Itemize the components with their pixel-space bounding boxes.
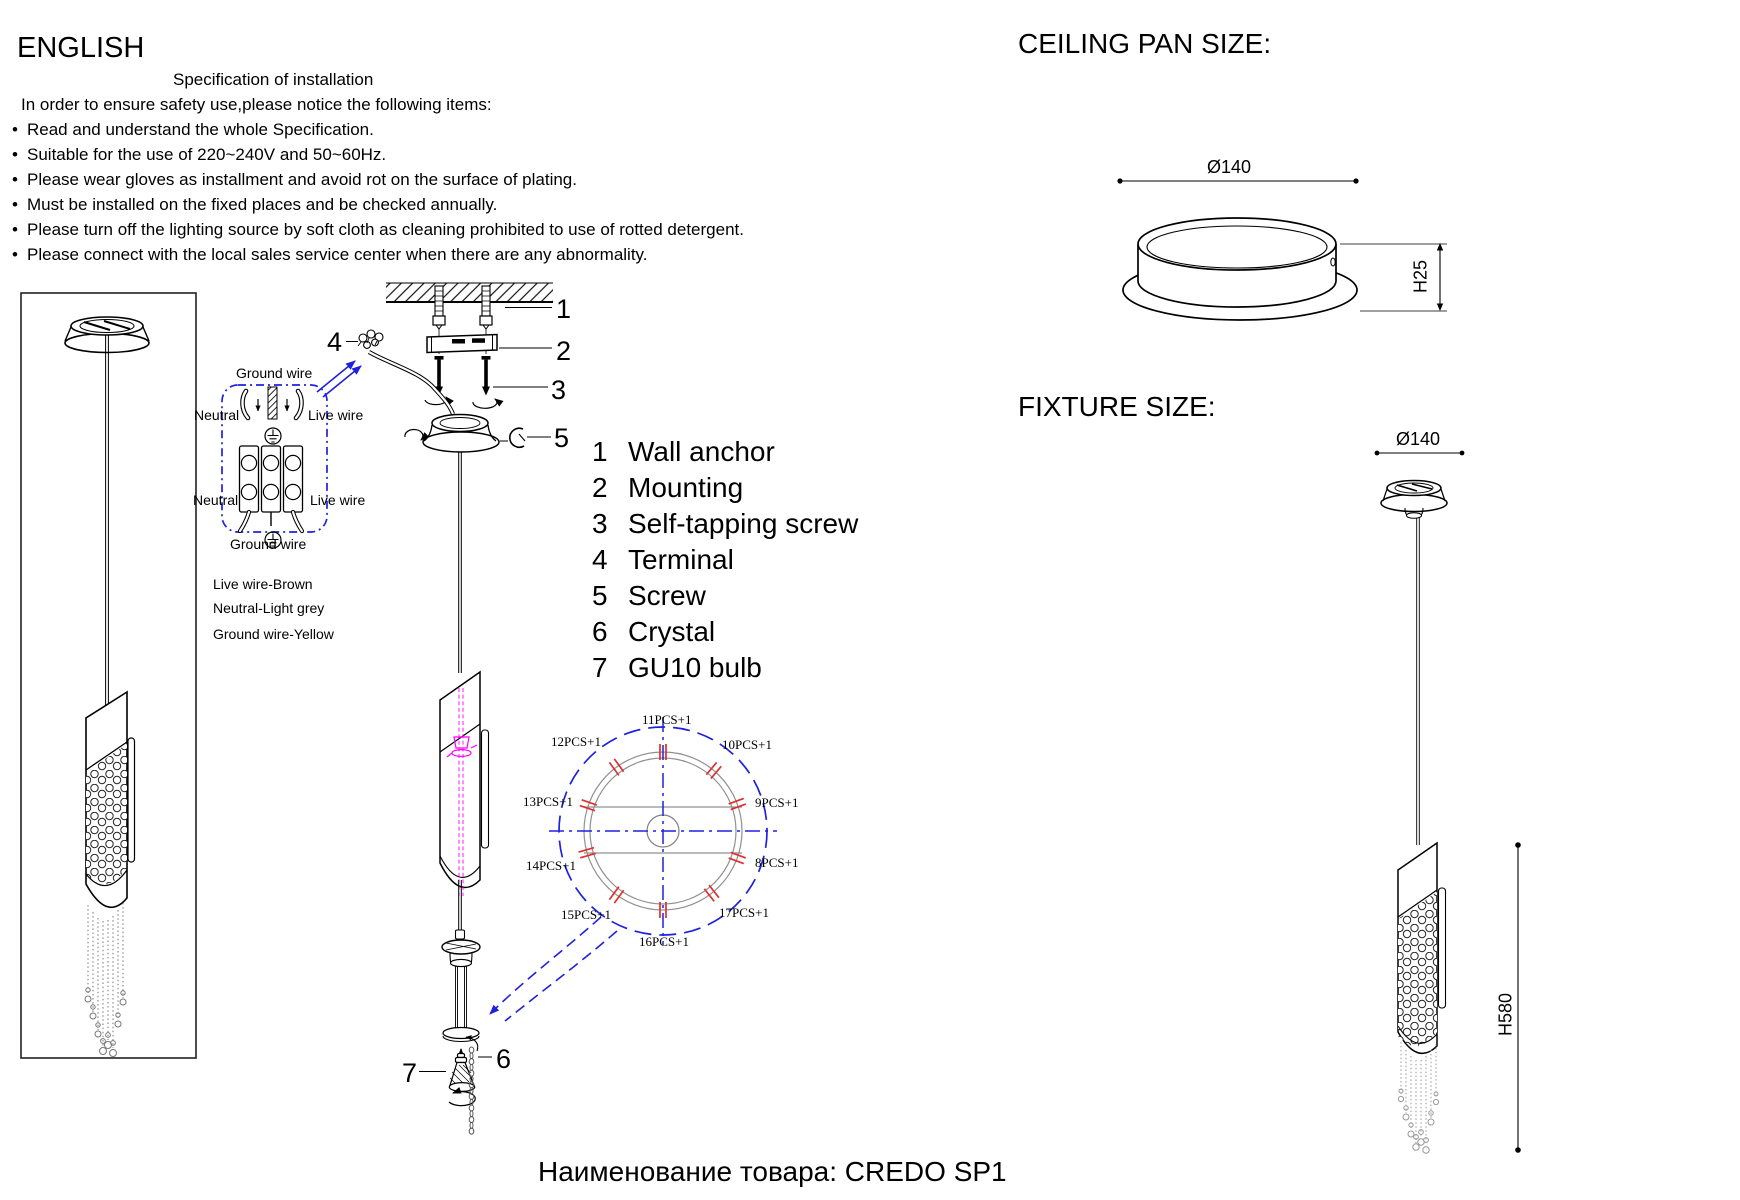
part-name: Terminal <box>628 544 734 575</box>
fixture-title: FIXTURE SIZE: <box>1018 391 1216 422</box>
ring-count-label: 15PCS+1 <box>561 907 611 922</box>
label-live-wire-bottom: Live wire <box>310 492 366 508</box>
legend-neutral: Neutral-Light grey <box>213 600 325 616</box>
ring-count-label: 10PCS+1 <box>722 737 772 752</box>
notice-item: • Please turn off the lighting source by … <box>12 217 744 242</box>
notice-bullet: • <box>12 170 18 189</box>
part-name: Screw <box>628 580 706 611</box>
ceiling-pan-height: H25 <box>1410 259 1431 294</box>
notice-text: Please wear gloves as installment and av… <box>27 170 577 189</box>
wiring-diagram-graphics <box>221 360 362 549</box>
fixture-height: H580 <box>1495 992 1516 1037</box>
part-row: 3 Self-tapping screw <box>592 506 858 542</box>
part-name: Self-tapping screw <box>628 508 859 539</box>
callout-number-6: 6 <box>496 1044 512 1074</box>
notice-bullet: • <box>12 145 18 164</box>
callout-number-3: 3 <box>551 375 567 405</box>
product-name: Наименование товара: CREDO SP1 <box>538 1156 1007 1187</box>
notice-item: • Please connect with the local sales ser… <box>12 242 744 267</box>
part-row: 4 Terminal <box>592 542 858 578</box>
part-row: 2 Mounting <box>592 470 858 506</box>
part-number: 2 <box>592 472 608 503</box>
fixture-drawing <box>1374 450 1521 1154</box>
overview-crystal-strands <box>84 903 127 1057</box>
fixture-diameter: Ø140 <box>1396 429 1441 449</box>
legend-live-wire: Live wire-Brown <box>213 576 313 592</box>
part-row: 1 Wall anchor <box>592 434 858 470</box>
fixture-crystal-strands <box>1397 1042 1440 1154</box>
notice-text: Must be installed on the fixed places an… <box>27 195 498 214</box>
part-number: 7 <box>592 652 608 683</box>
notice-item: • Suitable for the use of 220~240V and 50… <box>12 142 744 167</box>
part-number: 6 <box>592 616 608 647</box>
ring-count-label: 9PCS+1 <box>755 795 799 810</box>
notice-text: Please connect with the local sales serv… <box>27 245 648 264</box>
part-row: 6 Crystal <box>592 614 858 650</box>
part-name: Mounting <box>628 472 744 503</box>
legend-ground-wire: Ground wire-Yellow <box>213 626 334 642</box>
notice-item: • Must be installed on the fixed places a… <box>12 192 744 217</box>
part-row: 7 GU10 bulb <box>592 650 858 686</box>
part-number: 5 <box>592 580 608 611</box>
exploded-view-graphics <box>346 282 553 1135</box>
ring-count-label: 12PCS+1 <box>551 734 601 749</box>
notice-text: Read and understand the whole Specificat… <box>27 120 374 139</box>
callout-number-7: 7 <box>402 1058 418 1088</box>
notice-list: • Read and understand the whole Specifica… <box>12 117 744 267</box>
ceiling-pan-diameter: Ø140 <box>1207 157 1252 177</box>
spec-title: Specification of installation <box>173 70 374 89</box>
ceiling-pan-title: CEILING PAN SIZE: <box>1018 28 1272 59</box>
label-ground-wire-bottom: Ground wire <box>230 536 307 552</box>
part-number: 1 <box>592 436 608 467</box>
notice-item: • Please wear gloves as installment and a… <box>12 167 744 192</box>
label-neutral-top: Neutral <box>194 407 240 423</box>
ring-count-label: 13PCS+1 <box>523 794 573 809</box>
ring-count-label: 17PCS+1 <box>719 905 769 920</box>
ring-count-label: 11PCS+1 <box>642 712 692 727</box>
notice-item: • Read and understand the whole Specifica… <box>12 117 744 142</box>
callout-number-4: 4 <box>327 327 343 357</box>
notice-bullet: • <box>12 120 18 139</box>
label-neutral-bottom: Neutral <box>193 492 239 508</box>
part-name: Crystal <box>628 616 716 647</box>
callout-number-2: 2 <box>556 336 572 366</box>
part-row: 5 Screw <box>592 578 858 614</box>
callout-number-5: 5 <box>554 423 570 453</box>
notice-bullet: • <box>12 195 18 214</box>
ring-count-label: 16PCS+1 <box>639 934 689 949</box>
ring-count-label: 8PCS+1 <box>755 855 799 870</box>
ceiling-pan-drawing <box>1117 178 1447 321</box>
part-name: GU10 bulb <box>628 652 762 683</box>
notice-bullet: • <box>12 245 18 264</box>
part-number: 3 <box>592 508 608 539</box>
part-name: Wall anchor <box>628 436 775 467</box>
language-heading: ENGLISH <box>17 32 145 64</box>
overview-panel-frame <box>20 292 197 1059</box>
spec-intro: In order to ensure safety use,please not… <box>21 95 492 114</box>
parts-list: 1 Wall anchor 2 Mounting 3 Self-tapping scr… <box>592 434 858 686</box>
notice-bullet: • <box>12 220 18 239</box>
label-live-wire-top: Live wire <box>308 407 364 423</box>
ring-count-label: 14PCS+1 <box>526 858 576 873</box>
overview-lamp <box>64 316 150 908</box>
notice-text: Please turn off the lighting source by s… <box>27 220 744 239</box>
ring-diagram-graphics <box>489 717 777 1022</box>
part-number: 4 <box>592 544 608 575</box>
label-ground-wire-top: Ground wire <box>236 365 313 381</box>
ring-tick-marks <box>578 744 747 918</box>
notice-text: Suitable for the use of 220~240V and 50~… <box>27 145 387 164</box>
callout-number-1: 1 <box>556 294 572 324</box>
